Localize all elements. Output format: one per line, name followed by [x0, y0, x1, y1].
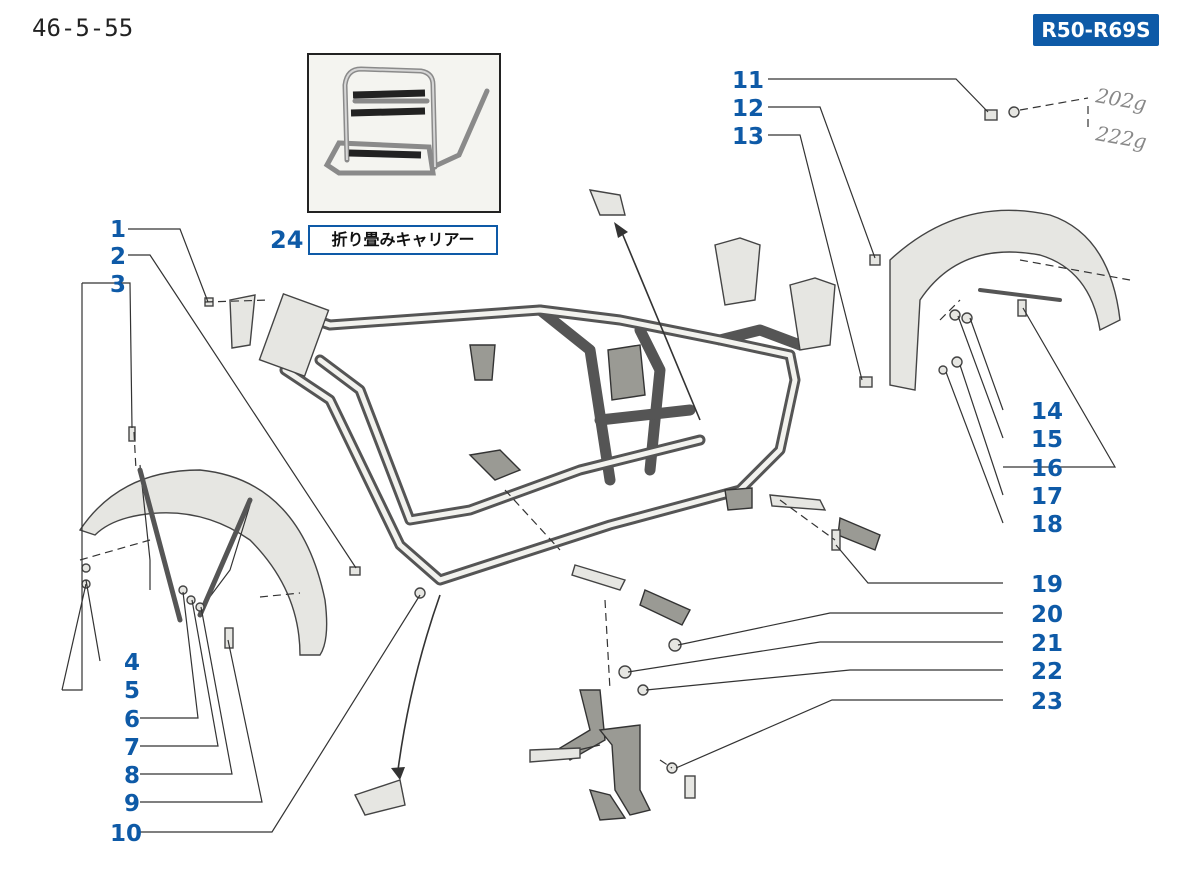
callout-13: 13	[732, 124, 764, 150]
callout-19: 19	[1031, 572, 1063, 598]
callout-1: 1	[110, 217, 126, 243]
inset-label: 折り畳みキャリアー	[308, 225, 498, 255]
callout-6: 6	[124, 707, 140, 733]
callout-23: 23	[1031, 689, 1063, 715]
callout-10: 10	[110, 821, 142, 847]
callout-15: 15	[1031, 427, 1063, 453]
folding-carrier-drawing	[323, 66, 490, 176]
direction-arrows	[391, 222, 701, 780]
callout-4: 4	[124, 650, 140, 676]
fender-emblems: 202g 222g	[1093, 83, 1148, 154]
center-stand	[529, 689, 652, 821]
callout-22: 22	[1031, 659, 1063, 685]
inset-callout-number: 24	[270, 226, 304, 254]
callout-5: 5	[124, 678, 140, 704]
callout-12: 12	[732, 96, 764, 122]
callout-18: 18	[1031, 512, 1063, 538]
callout-11: 11	[732, 68, 764, 94]
folding-carrier-photo	[307, 53, 501, 213]
assembly-lines	[79, 97, 1131, 769]
callout-8: 8	[124, 763, 140, 789]
main-frame	[258, 237, 836, 586]
callout-16: 16	[1031, 456, 1063, 482]
small-parts	[81, 106, 1027, 816]
callout-20: 20	[1031, 602, 1063, 628]
callout-14: 14	[1031, 399, 1063, 425]
callout-2: 2	[110, 244, 126, 270]
front-fender	[78, 464, 328, 656]
emblem-bottom: 222g	[1093, 121, 1148, 154]
callout-numbers: 1 2 3 4 5 6 7 8 9 10 11 12 13 14 15 16 1…	[110, 68, 1063, 847]
callout-3: 3	[110, 272, 126, 298]
page-code: 46-5-55	[32, 14, 134, 42]
rear-fender	[889, 209, 1121, 391]
callout-7: 7	[124, 735, 140, 761]
emblem-top: 202g	[1093, 83, 1148, 116]
leader-lines	[61, 78, 1117, 833]
callout-17: 17	[1031, 484, 1063, 510]
callout-21: 21	[1031, 631, 1063, 657]
callout-9: 9	[124, 791, 140, 817]
model-badge: R50-R69S	[1033, 14, 1159, 46]
